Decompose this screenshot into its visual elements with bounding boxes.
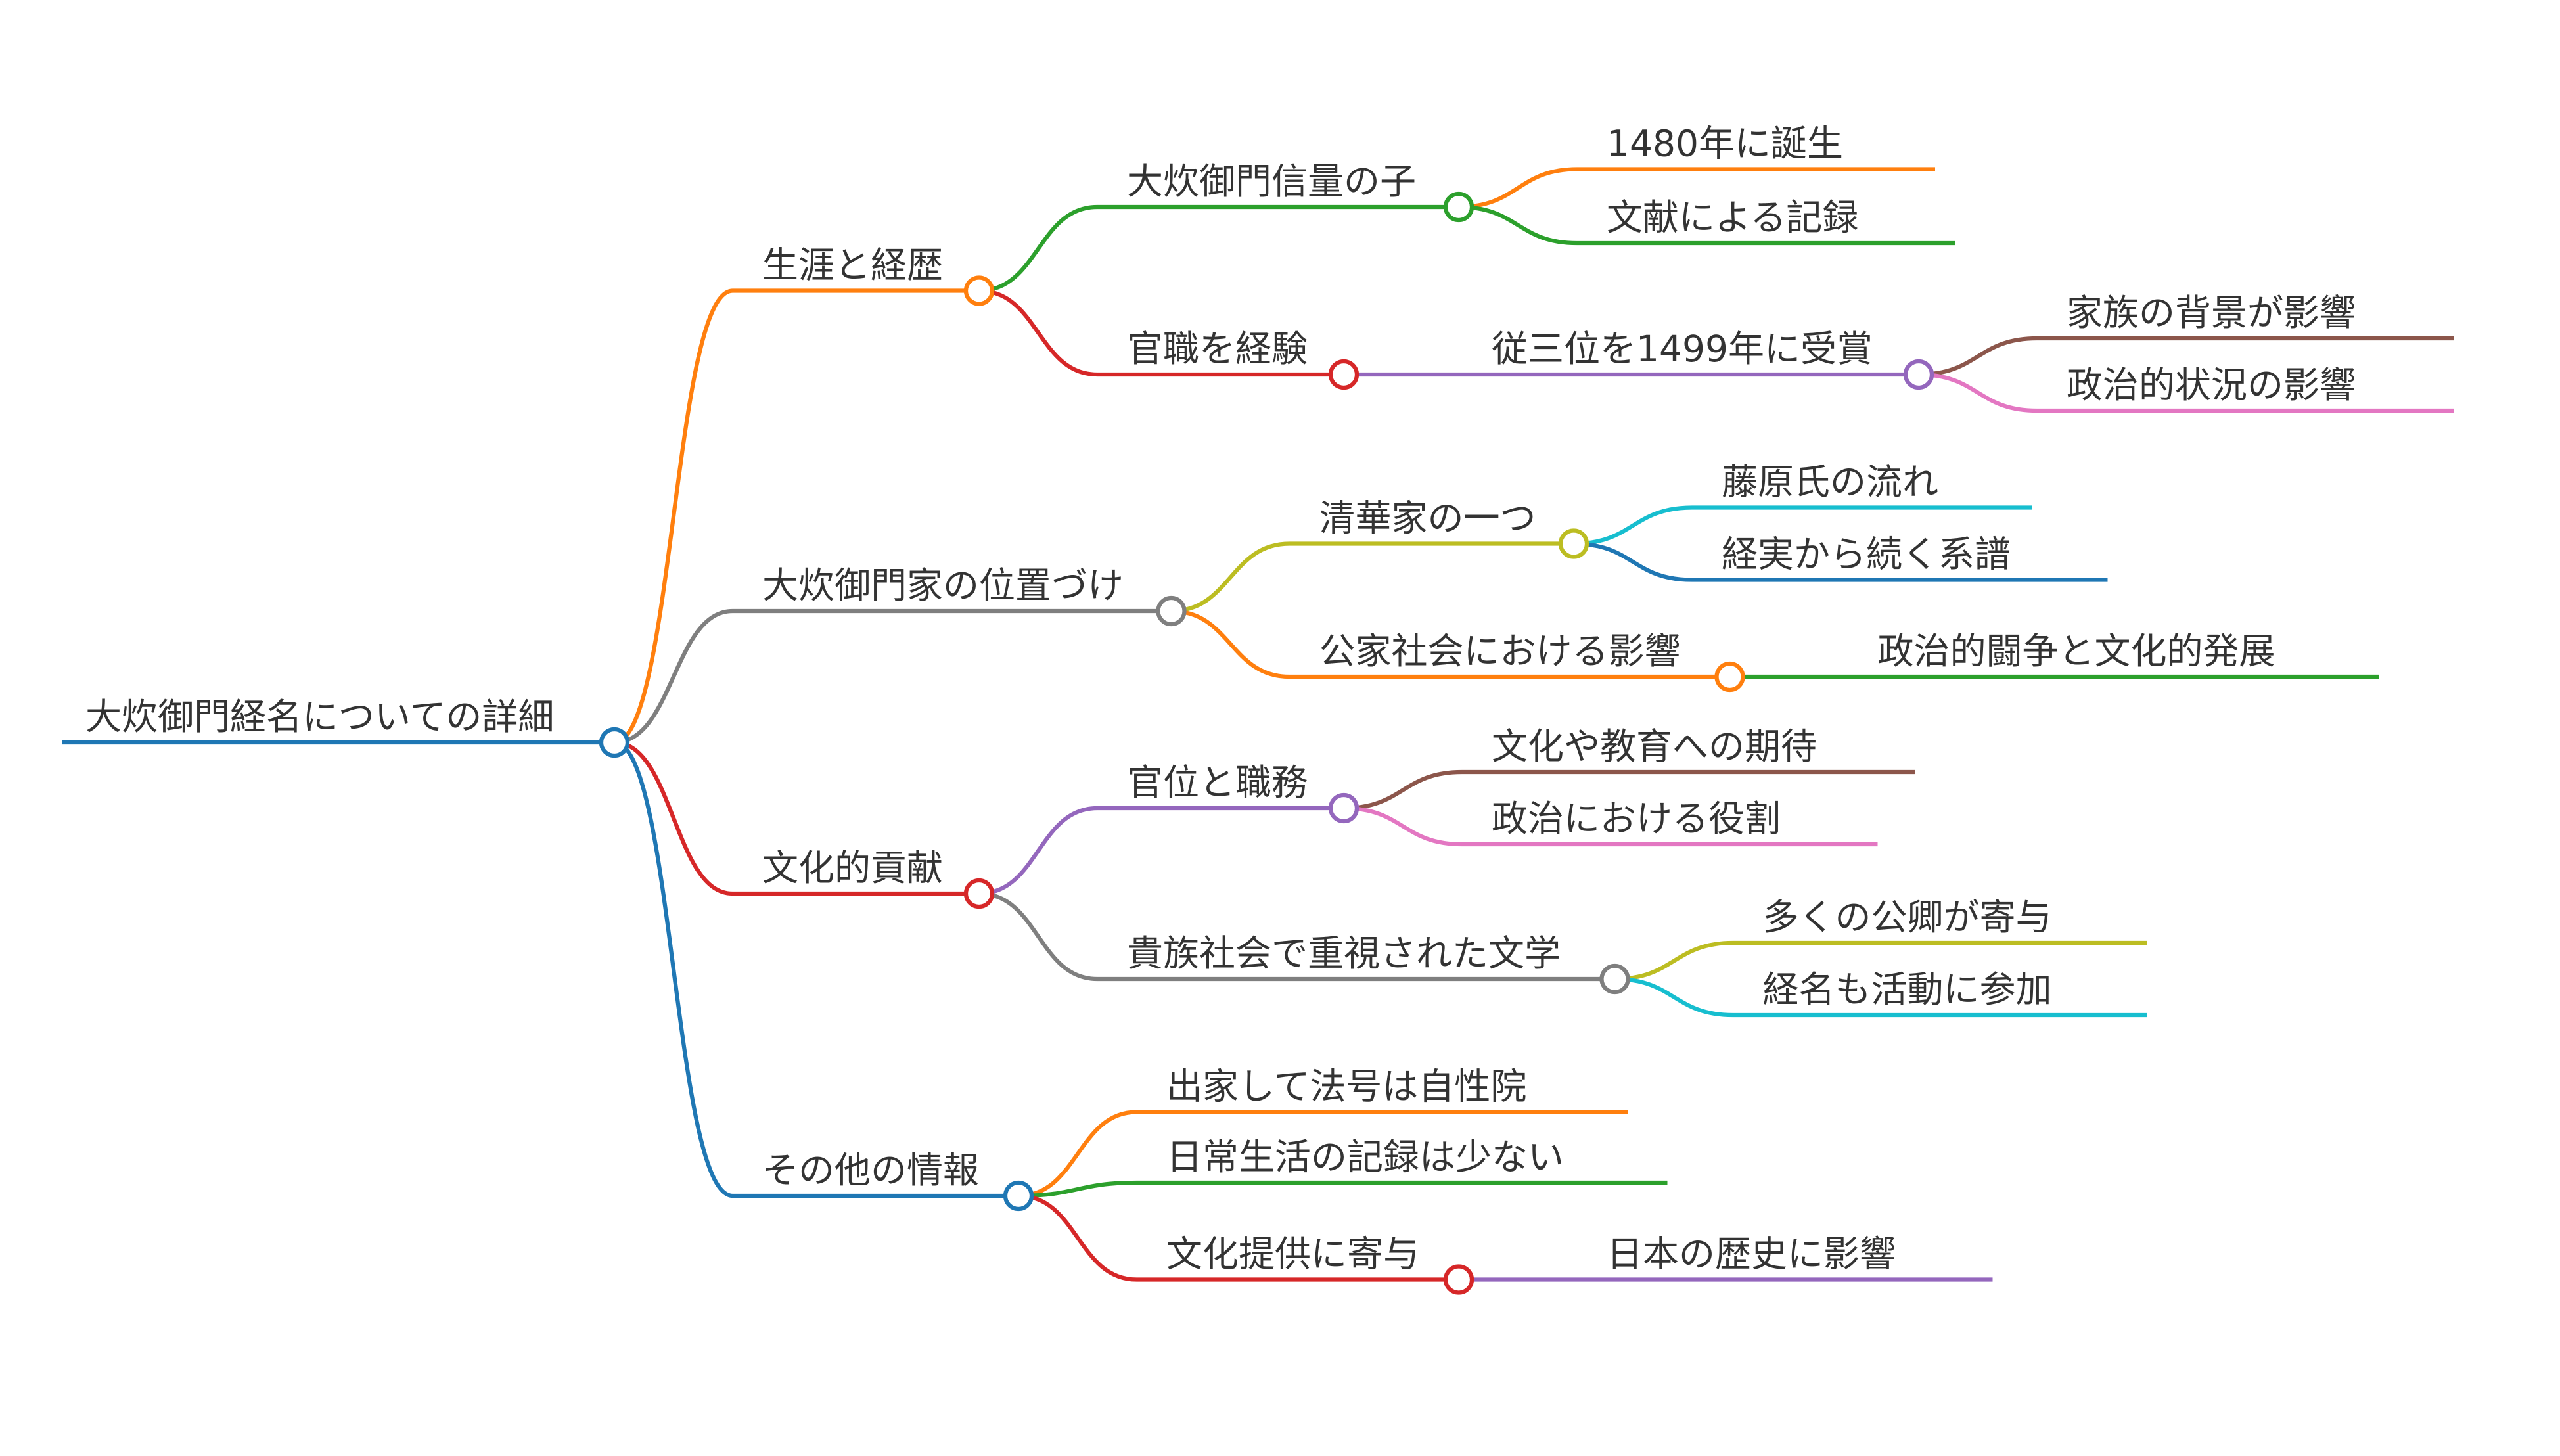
collapse-toggle-icon[interactable] [1156, 595, 1187, 627]
collapse-toggle-icon[interactable] [963, 275, 995, 306]
node-label: 政治的状況の影響 [2067, 364, 2356, 406]
node-label: 大炊御門経名についての詳細 [85, 696, 554, 738]
mindmap-node[interactable]: 生涯と経歴 [732, 244, 995, 306]
node-label: 従三位を1499年に受賞 [1492, 328, 1873, 370]
mindmap-node[interactable]: 藤原氏の流れ [1691, 461, 2032, 510]
node-label: 大炊御門家の位置づけ [762, 564, 1124, 606]
node-label: 官位と職務 [1127, 762, 1308, 804]
connector-curve [978, 806, 1098, 896]
node-label: 文献による記録 [1607, 196, 1858, 239]
mindmap-node[interactable]: 経実から続く系譜 [1691, 534, 2108, 582]
node-label: 藤原氏の流れ [1722, 461, 1938, 503]
node-label: 公家社会における影響 [1319, 630, 1681, 672]
node-label: 文化的貢献 [762, 847, 943, 889]
mindmap-node[interactable]: 貴族社会で重視された文学 [1097, 932, 1630, 995]
connector-curve [1171, 541, 1290, 614]
node-label: 文化や教育への期待 [1492, 725, 1817, 767]
connector-curve [1343, 769, 1463, 811]
node-label: 日常生活の記録は少ない [1166, 1136, 1564, 1178]
connector-curve [978, 891, 1098, 982]
collapse-toggle-icon[interactable] [963, 878, 995, 909]
mindmap-node[interactable]: 官位と職務 [1097, 762, 1360, 824]
collapse-toggle-icon[interactable] [1328, 359, 1360, 390]
collapse-toggle-icon[interactable] [599, 727, 630, 758]
collapse-toggle-icon[interactable] [1903, 359, 1934, 390]
node-label: 経実から続く系譜 [1722, 534, 2011, 576]
connector-curve [1171, 608, 1290, 679]
connector-curve [978, 204, 1098, 293]
mindmap-node[interactable]: 大炊御門信量の子 [1097, 160, 1474, 223]
node-label: 政治的闘争と文化的発展 [1878, 630, 2275, 672]
connector-curve [1458, 204, 1578, 246]
mindmap-node[interactable]: 1480年に誕生 [1576, 122, 1935, 171]
node-label: 大炊御門信量の子 [1127, 160, 1416, 202]
node-label: 貴族社会で重視された文学 [1127, 932, 1561, 974]
collapse-toggle-icon[interactable] [1443, 191, 1474, 223]
connector-curve [1573, 505, 1693, 546]
connector-curve [1458, 167, 1578, 210]
node-label: 文化提供に寄与 [1166, 1233, 1419, 1275]
collapse-toggle-icon[interactable] [1599, 963, 1630, 995]
connector-curve [1018, 1180, 1137, 1198]
connector-curve [614, 608, 733, 745]
collapse-toggle-icon[interactable] [1328, 792, 1360, 824]
collapse-toggle-icon[interactable] [1558, 528, 1589, 559]
mindmap-node[interactable]: 政治的状況の影響 [2036, 364, 2454, 413]
node-label: 1480年に誕生 [1607, 122, 1843, 164]
connector-curve [1018, 1193, 1137, 1282]
mindmap-node[interactable]: 大炊御門家の位置づけ [732, 564, 1187, 627]
collapse-toggle-icon[interactable] [1003, 1180, 1034, 1212]
connector-curve [1573, 541, 1693, 582]
connector-curve [614, 288, 733, 745]
mindmap-node[interactable]: 多くの公卿が寄与 [1733, 896, 2147, 945]
connector-curve [1343, 806, 1463, 847]
connector-curve [1614, 976, 1733, 1018]
mindmap-node[interactable]: 政治的闘争と文化的発展 [1848, 630, 2379, 679]
mindmap-edges [614, 167, 2038, 1282]
mindmap-node[interactable]: 出家して法号は自性院 [1136, 1066, 1628, 1114]
mindmap-node[interactable]: 公家社会における影響 [1289, 630, 1745, 693]
mindmap-node[interactable]: 経名も活動に参加 [1733, 968, 2147, 1018]
mindmap-nodes: 大炊御門経名についての詳細 生涯と経歴 大炊御門信量の子 1480年に誕生文献による記… [62, 122, 2454, 1295]
node-label: 官職を経験 [1127, 328, 1308, 370]
mindmap-node[interactable]: 文献による記録 [1576, 196, 1955, 246]
mindmap-node[interactable]: 文化提供に寄与 [1136, 1233, 1474, 1295]
mindmap-node[interactable]: 大炊御門経名についての詳細 [62, 696, 630, 758]
node-label: その他の情報 [762, 1149, 979, 1191]
mindmap-node[interactable]: その他の情報 [732, 1149, 1034, 1212]
mindmap-node[interactable]: 政治における役割 [1461, 798, 1878, 847]
collapse-toggle-icon[interactable] [1714, 661, 1745, 693]
mindmap-node[interactable]: 従三位を1499年に受賞 [1461, 328, 1934, 390]
connector-curve [1918, 372, 2038, 413]
collapse-toggle-icon[interactable] [1443, 1264, 1474, 1295]
mindmap-node[interactable]: 日常生活の記録は少ない [1136, 1136, 1668, 1185]
connector-curve [978, 288, 1098, 377]
node-label: 出家して法号は自性院 [1166, 1066, 1526, 1108]
connector-curve [1018, 1110, 1137, 1198]
mindmap-node[interactable]: 清華家の一つ [1289, 497, 1589, 559]
connector-curve [1918, 336, 2038, 377]
mindmap-node[interactable]: 官職を経験 [1097, 328, 1360, 390]
mindmap-node[interactable]: 家族の背景が影響 [2036, 292, 2454, 341]
node-label: 政治における役割 [1492, 798, 1781, 840]
node-label: 清華家の一つ [1319, 497, 1536, 539]
connector-curve [614, 740, 733, 1198]
connector-curve [1614, 940, 1733, 982]
node-label: 経名も活動に参加 [1763, 968, 2052, 1011]
node-label: 多くの公卿が寄与 [1763, 896, 2052, 938]
mindmap-node[interactable]: 文化や教育への期待 [1461, 725, 1915, 775]
mindmap-node[interactable]: 日本の歴史に影響 [1576, 1233, 1993, 1282]
node-label: 生涯と経歴 [762, 244, 943, 286]
mindmap-node[interactable]: 文化的貢献 [732, 847, 995, 909]
node-label: 日本の歴史に影響 [1607, 1233, 1896, 1275]
connector-curve [614, 740, 733, 896]
node-label: 家族の背景が影響 [2067, 292, 2356, 334]
